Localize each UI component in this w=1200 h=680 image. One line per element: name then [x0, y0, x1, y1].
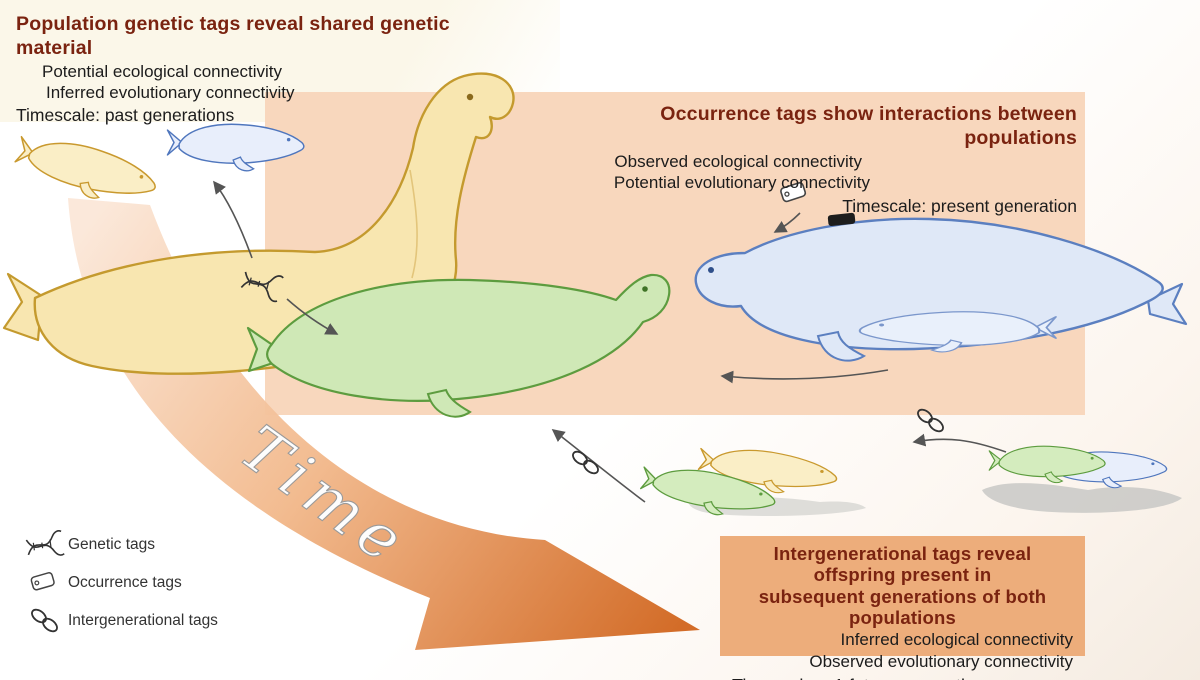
seal-eye: [642, 286, 648, 292]
arrow-to-juveniles: [213, 180, 253, 259]
genetic-timescale: Timescale: past generations: [16, 105, 235, 126]
intergen-line-evolutionary: Observed evolutionary connectivity: [809, 652, 1073, 672]
connectivity-arrows: [213, 180, 1007, 503]
dna-icon: [22, 530, 68, 560]
tag-icon: [22, 569, 68, 597]
legend-item-occurrence: Occurrence tags: [22, 564, 218, 602]
panel-occurrence-tags: Occurrence tags show interactions betwee…: [557, 102, 1077, 218]
genetic-line-ecological: Potential ecological connectivity: [42, 61, 283, 81]
arrow-blue-to-green-seal: [720, 369, 889, 384]
genetic-line-evolutionary: Inferred evolutionary connectivity: [46, 83, 295, 102]
arrow-offspring-center: [551, 429, 646, 503]
legend: Genetic tags Occurrence tags: [22, 526, 218, 640]
occurrence-timescale: Timescale: present generation: [842, 196, 1077, 217]
occurrence-line-ecological: Observed ecological connectivity: [614, 151, 862, 171]
tag-icon: [780, 182, 807, 203]
chain-links-icon: [572, 450, 599, 475]
adult-seal-green-center: [246, 273, 671, 418]
adult-seal-blue-tagged: [694, 212, 1188, 362]
occurrence-title: Occurrence tags show interactions betwee…: [660, 103, 1077, 150]
genetic-title: Population genetic tags reveal shared ge…: [16, 13, 450, 60]
legend-label: Occurrence tags: [68, 574, 182, 591]
chain-links-icon: [917, 408, 944, 433]
juvenile-seal-blue-topleft: [167, 124, 304, 171]
intergen-timescale: Timescale: +1 future generations: [732, 675, 1073, 680]
rock-bottom-right: [982, 483, 1182, 513]
arrow-tag-to-blue-seal: [773, 212, 801, 233]
satellite-tag: [827, 212, 856, 227]
intergen-title-line1: Intergenerational tags reveal offspring …: [773, 543, 1032, 586]
occurrence-line-evolutionary: Potential evolutionary connectivity: [613, 173, 870, 192]
dna-icon: [240, 271, 284, 303]
legend-item-genetic: Genetic tags: [22, 526, 218, 564]
panel-intergenerational-tags: Intergenerational tags reveal offspring …: [720, 536, 1085, 680]
chain-links-icon: [22, 606, 68, 636]
intergen-title-line2: subsequent generations of both populatio…: [758, 585, 1047, 628]
panel-genetic-tags: Population genetic tags reveal shared ge…: [16, 12, 521, 127]
legend-label: Intergenerational tags: [68, 612, 218, 629]
legend-label: Genetic tags: [68, 536, 156, 553]
seal-eye: [466, 93, 474, 101]
time-arrow: [68, 198, 700, 650]
intergen-line-ecological: Inferred ecological connectivity: [840, 630, 1073, 650]
arrow-offspring-right: [912, 433, 1007, 453]
legend-item-intergenerational: Intergenerational tags: [22, 602, 218, 640]
arrow-genetic-to-green-seal: [286, 298, 339, 335]
seal-eye: [708, 267, 714, 273]
